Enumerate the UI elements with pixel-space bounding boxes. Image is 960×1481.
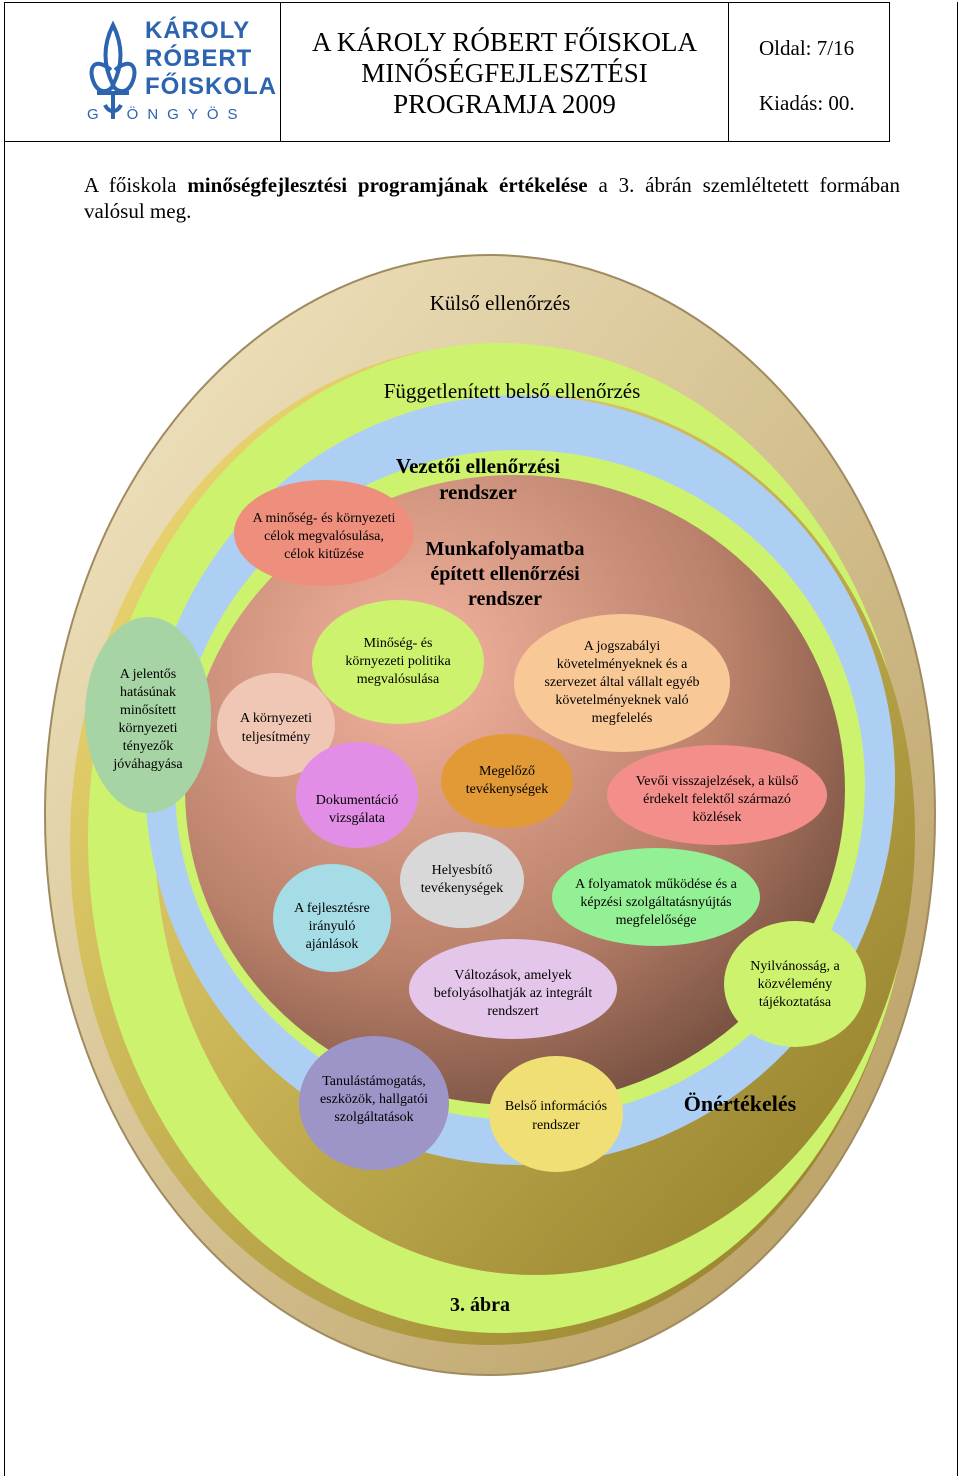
intro-part-1: A főiskola [84,173,188,197]
env-performance-text-2: teljesítmény [242,730,310,745]
goals-text-1: A minőség- és környezeti [253,511,396,526]
external-control-label: Külső ellenőrzés [430,291,571,315]
policy-text-3: megvalósulása [357,672,440,687]
legal-text-5: megfelelés [592,711,653,726]
meta-cell: Oldal: 7/16 Kiadás: 00. [729,3,889,141]
corrective-text-2: tevékenységek [421,881,503,896]
goals-ellipse [234,480,414,586]
logo-cell: KÁROLY RÓBERT FŐISKOLA GYÖNGYÖS [5,3,281,141]
processes-text-2: képzési szolgáltatásnyújtás [580,895,731,910]
learning-text-1: Tanulástámogatás, [322,1074,426,1089]
processes-text-1: A folyamatok működése és a [575,877,738,892]
fleur-de-lis-icon [89,20,137,119]
figure-caption: 3. ábra [450,1294,510,1316]
policy-ellipse [312,600,484,724]
learning-text-3: szolgáltatások [334,1110,413,1125]
env-performance-text-1: A környezeti [240,711,312,726]
process-label-3: rendszer [468,588,542,610]
goals-text-3: célok kitűzése [284,547,364,562]
intro-part-2: a 3. ábrán szemléltetett formában valósu… [84,173,900,223]
env-factors-text-4: környezeti [118,721,177,736]
header-title-line-2: MINŐSÉGFEJLESZTÉSI [361,58,648,88]
feedback-text-1: Vevői visszajelzések, a külső [636,774,799,789]
changes-text-3: rendszert [487,1004,538,1019]
title-cell: A KÁROLY RÓBERT FŐISKOLA MINŐSÉGFEJLESZT… [281,3,729,141]
env-factors-text-2: hatásúnak [120,685,176,700]
page-number: Oldal: 7/16 [759,36,855,60]
logo-line-4: GYÖNGYÖS [87,106,247,123]
improvement-ellipse [273,864,391,972]
management-label-1: Vezetői ellenőrzési [396,454,560,478]
documentation-text-1: Dokumentáció [316,793,398,808]
issue-number: Kiadás: 00. [759,91,855,115]
process-label-2: épített ellenőrzési [430,563,580,585]
documentation-text-2: vizsgálata [329,811,386,826]
improvement-text-3: ajánlások [306,937,359,952]
processes-ellipse [552,848,760,946]
legal-ellipse [514,614,730,752]
legal-text-3: szervezet által vállalt egyéb [544,675,699,690]
preventive-text-1: Megelőző [479,764,535,779]
corrective-ellipse [400,832,524,928]
corrective-text-1: Helyesbítő [432,863,493,878]
publicity-text-1: Nyilvánosság, a [750,959,840,974]
info-system-text-1: Belső információs [505,1099,607,1114]
intro-bold: minőségfejlesztési programjának értékelé… [187,173,588,197]
improvement-text-2: irányuló [309,919,356,934]
management-label-2: rendszer [439,480,517,504]
legal-text-4: követelményeknek való [555,693,688,708]
env-performance-ellipse [217,673,335,777]
goals-text-2: célok megvalósulása, [264,529,384,544]
documentation-ellipse [296,742,418,848]
independent-control-label: Függetlenített belső ellenőrzés [384,379,641,403]
env-factors-text-6: jóváhagyása [112,757,183,772]
legal-text-2: követelményeknek és a [557,657,688,672]
feedback-text-2: érdekelt felektől származó [643,792,791,807]
changes-ellipse [409,939,617,1039]
intro-paragraph: A főiskola minőségfejlesztési programján… [84,172,900,224]
changes-text-1: Változások, amelyek [454,968,571,983]
feedback-text-3: közlések [693,810,742,825]
changes-text-2: befolyásolhatják az integrált [434,986,593,1001]
legal-text-1: A jogszabályi [584,639,661,654]
feedback-ellipse [607,745,827,845]
info-system-text-2: rendszer [532,1118,580,1133]
publicity-text-2: közvélemény [758,977,833,992]
logo-line-3: FŐISKOLA [145,73,277,100]
preventive-text-2: tevékenységek [466,782,548,797]
env-factors-text-1: A jelentős [120,667,176,682]
policy-text-2: környezeti politika [345,654,451,669]
info-system-ellipse [489,1056,623,1172]
header-title-line-3: PROGRAMJA 2009 [393,89,616,119]
publicity-text-3: tájékoztatása [759,995,832,1010]
publicity-ellipse [724,921,866,1047]
processes-text-3: megfelelősége [616,913,697,928]
policy-text-1: Minőség- és [364,636,433,651]
logo-line-2: RÓBERT [145,45,253,72]
document-header: KÁROLY RÓBERT FŐISKOLA GYÖNGYÖS A KÁROLY… [4,2,890,142]
improvement-text-1: A fejlesztésre [294,901,370,916]
self-assessment-label: Önértékelés [684,1091,797,1116]
preventive-ellipse [441,734,573,828]
learning-text-2: eszközök, hallgatói [320,1092,428,1107]
header-title-line-1: A KÁROLY RÓBERT FŐISKOLA [312,27,697,57]
learning-ellipse [299,1036,449,1170]
env-factors-text-5: tényezők [123,739,174,754]
env-factors-text-3: minősített [120,703,176,718]
page-frame [4,2,958,1476]
logo-line-1: KÁROLY [145,17,251,44]
env-factors-ellipse [85,617,211,813]
process-label-1: Munkafolyamatba [426,538,585,560]
